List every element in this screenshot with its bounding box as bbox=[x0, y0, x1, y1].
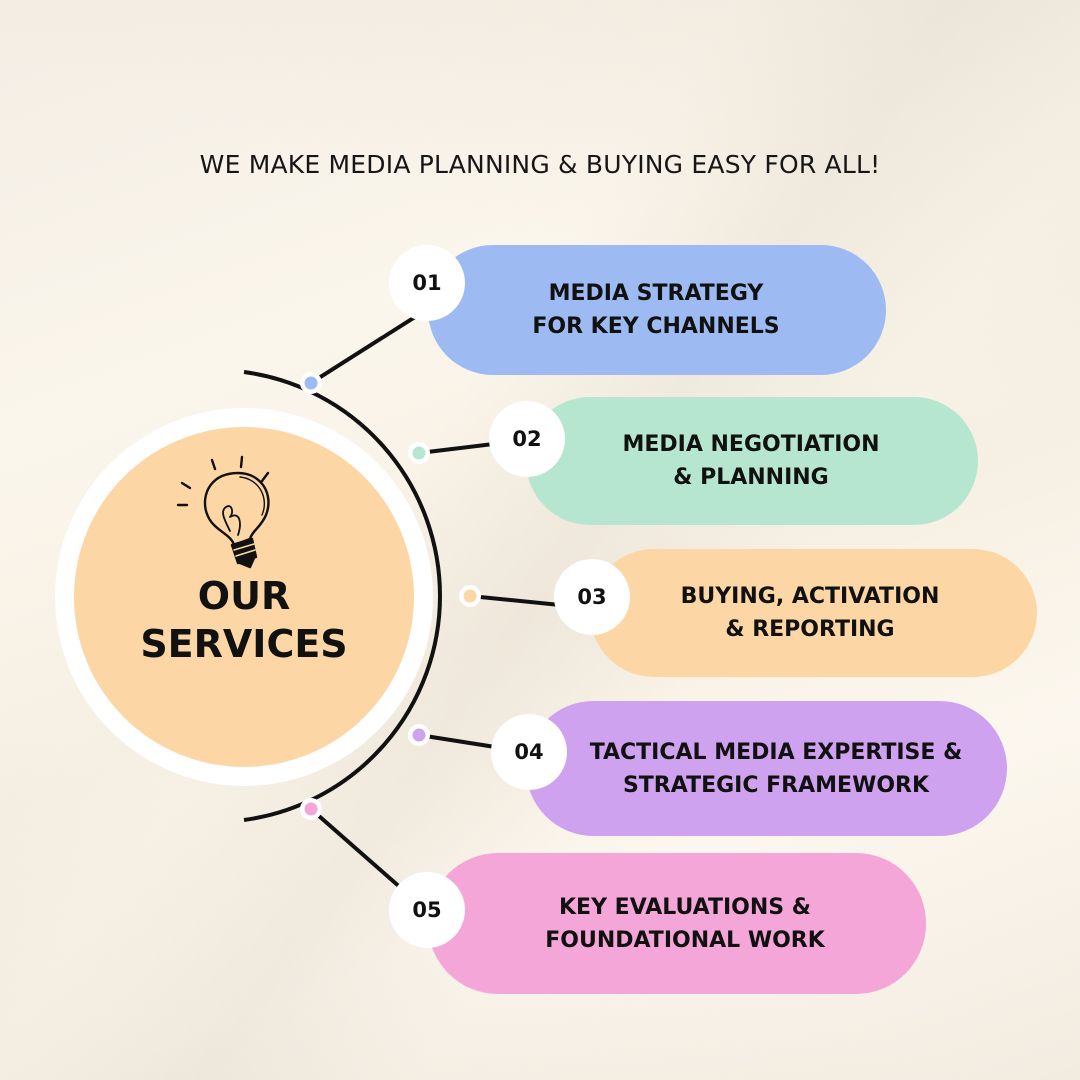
service-label-02-line2: & PLANNING bbox=[673, 465, 829, 490]
service-label-02-line1: MEDIA NEGOTIATION bbox=[622, 432, 880, 457]
service-number-01: 01 bbox=[389, 245, 465, 321]
lightbulb-icon bbox=[176, 455, 270, 569]
service-number-02: 02 bbox=[489, 401, 565, 477]
service-number-04: 04 bbox=[491, 714, 567, 790]
connector-line-01 bbox=[309, 308, 428, 385]
connector-dot-05 bbox=[300, 798, 322, 820]
service-pill-05 bbox=[428, 853, 926, 994]
service-label-03-line1: BUYING, ACTIVATION bbox=[680, 584, 940, 609]
service-pill-01 bbox=[428, 245, 886, 375]
service-label-04: TACTICAL MEDIA EXPERTISE & STRATEGIC FRA… bbox=[566, 701, 986, 836]
hub-title-line2: SERVICES bbox=[140, 622, 348, 666]
connector-dot-03 bbox=[459, 585, 481, 607]
service-label-04-line2: STRATEGIC FRAMEWORK bbox=[622, 772, 930, 798]
service-label-05-line2: FOUNDATIONAL WORK bbox=[545, 927, 825, 953]
headline: WE MAKE MEDIA PLANNING & BUYING EASY FOR… bbox=[199, 150, 881, 179]
service-label-01: MEDIA STRATEGY FOR KEY CHANNELS bbox=[470, 245, 842, 375]
hub-arc bbox=[243, 370, 442, 822]
service-label-03-line2: & REPORTING bbox=[725, 617, 895, 642]
service-label-05-line1: KEY EVALUATIONS & bbox=[559, 894, 811, 920]
service-label-02: MEDIA NEGOTIATION & PLANNING bbox=[570, 397, 932, 525]
service-label-05: KEY EVALUATIONS & FOUNDATIONAL WORK bbox=[470, 853, 900, 994]
hub-circle bbox=[74, 427, 414, 767]
service-label-03: BUYING, ACTIVATION & REPORTING bbox=[632, 549, 988, 677]
service-label-01-line2: FOR KEY CHANNELS bbox=[532, 314, 780, 339]
connector-dot-04 bbox=[408, 724, 430, 746]
connector-dot-02 bbox=[408, 442, 430, 464]
service-pill-02 bbox=[526, 397, 978, 525]
service-pill-03 bbox=[590, 549, 1037, 677]
service-pill-04 bbox=[526, 701, 1007, 836]
hub-title-line1: OUR bbox=[197, 574, 291, 618]
service-number-05: 05 bbox=[389, 872, 465, 948]
hub-title: OUR SERVICES bbox=[74, 572, 414, 668]
service-label-04-line1: TACTICAL MEDIA EXPERTISE & bbox=[589, 739, 963, 765]
connector-dot-01 bbox=[300, 372, 322, 394]
service-number-03: 03 bbox=[554, 559, 630, 635]
service-label-01-line1: MEDIA STRATEGY bbox=[548, 281, 764, 306]
